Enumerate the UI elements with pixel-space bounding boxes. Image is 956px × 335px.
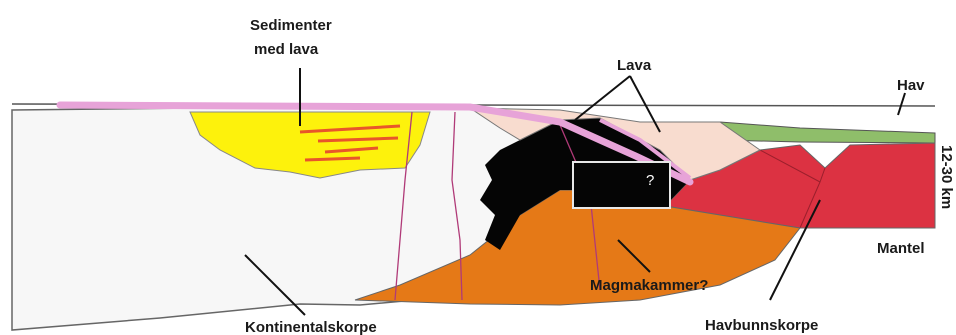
sediments-label-line1: Sedimenter	[250, 17, 332, 34]
lava-leader-left	[575, 76, 630, 120]
sea-leader	[898, 93, 905, 115]
lava-label: Lava	[617, 57, 652, 74]
mantle-label: Mantel	[877, 240, 925, 257]
unknown-region-question-mark: ?	[646, 172, 654, 189]
depth-label: 12-30 km	[938, 145, 955, 209]
unknown-region-box	[573, 162, 670, 208]
continental-crust-label: Kontinentalskorpe	[245, 319, 377, 335]
magma-chamber-label: Magmakammer?	[590, 277, 708, 294]
sediments-label-line2: med lava	[254, 41, 319, 58]
sea-label: Hav	[897, 77, 925, 94]
oceanic-crust-label: Havbunnskorpe	[705, 317, 818, 334]
